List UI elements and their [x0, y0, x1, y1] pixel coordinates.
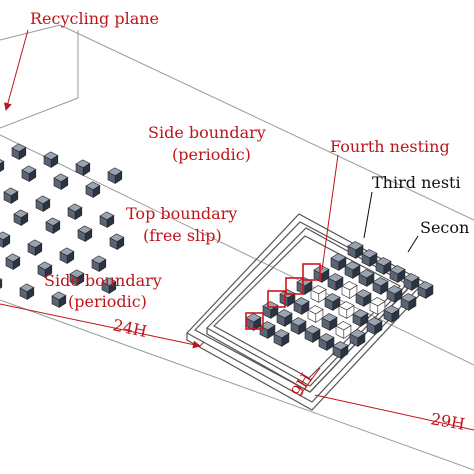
cube: [43, 151, 59, 168]
white-cube: [335, 321, 352, 339]
dim-29h-label: 29H: [429, 409, 466, 434]
cube: [273, 329, 290, 347]
cube: [59, 247, 75, 264]
cube: [107, 167, 123, 184]
cube: [349, 329, 366, 347]
free-slip-label: (free slip): [143, 226, 222, 245]
cube: [375, 257, 392, 275]
domain-outline: [0, 24, 474, 471]
cube: [279, 289, 296, 307]
cube: [262, 301, 279, 319]
dimension-24h: [0, 303, 205, 349]
dim-9h-label: 9H: [287, 370, 316, 401]
cube: [245, 313, 262, 331]
cube: [372, 277, 389, 295]
cube: [3, 187, 19, 204]
dimension-9h: [299, 367, 321, 396]
nested-cube-array: [245, 241, 434, 359]
dimension-29h: [314, 394, 474, 431]
periodic-bottom-label: (periodic): [68, 292, 147, 311]
cube: [51, 291, 67, 308]
cube: [417, 281, 434, 299]
side-boundary-bottom-label: Side boundary: [44, 271, 162, 290]
cube: [386, 285, 403, 303]
cube: [293, 297, 310, 315]
cube: [347, 241, 364, 259]
white-cube: [338, 301, 355, 319]
dim-24h-label: 24H: [111, 315, 149, 341]
fourth-nesting-label: Fourth nesting: [330, 137, 450, 156]
cube: [366, 317, 383, 335]
cube: [276, 309, 293, 327]
cube: [69, 269, 85, 286]
cube: [304, 325, 321, 343]
cube: [352, 309, 369, 327]
cube: [45, 217, 61, 234]
cube: [400, 293, 417, 311]
white-cube: [307, 305, 324, 323]
second-nesting-label: Secon: [420, 218, 469, 237]
cube: [99, 211, 115, 228]
cube: [77, 225, 93, 242]
cube: [11, 143, 27, 160]
side-boundary-top-label: Side boundary: [148, 123, 266, 142]
cube: [327, 273, 344, 291]
cube: [37, 261, 53, 278]
recycling-plane-label: Recycling plane: [30, 9, 159, 28]
periodic-top-label: (periodic): [172, 145, 251, 164]
cube: [321, 313, 338, 331]
cube: [344, 261, 361, 279]
cube: [91, 255, 107, 272]
cube: [0, 231, 11, 248]
cube: [290, 317, 307, 335]
leader-lines: [3, 29, 419, 271]
cube: [389, 265, 406, 283]
cube: [332, 341, 349, 359]
cube: [109, 233, 125, 250]
cube: [0, 278, 3, 289]
cube: [35, 195, 51, 212]
cube: [53, 173, 69, 190]
cube: [358, 269, 375, 287]
white-cube: [310, 285, 327, 303]
cube: [324, 293, 341, 311]
cube: [318, 333, 335, 351]
cube: [21, 165, 37, 182]
cube: [355, 289, 372, 307]
cube: [5, 253, 21, 270]
top-boundary-label: Top boundary: [126, 204, 237, 223]
cube: [27, 239, 43, 256]
white-cube: [369, 297, 386, 315]
cube: [67, 203, 83, 220]
white-cube: [341, 281, 358, 299]
cube: [330, 253, 347, 271]
cube: [75, 159, 91, 176]
cube: [403, 273, 420, 291]
cube: [13, 209, 29, 226]
cube: [85, 181, 101, 198]
third-nesting-label: Third nesti: [372, 173, 461, 192]
cube: [101, 277, 117, 294]
cube: [383, 305, 400, 323]
fourth-nesting-highlight: [245, 263, 321, 330]
upstream-cube-array: [0, 143, 125, 308]
cube: [361, 249, 378, 267]
cube: [19, 283, 35, 300]
cube: [0, 159, 5, 172]
